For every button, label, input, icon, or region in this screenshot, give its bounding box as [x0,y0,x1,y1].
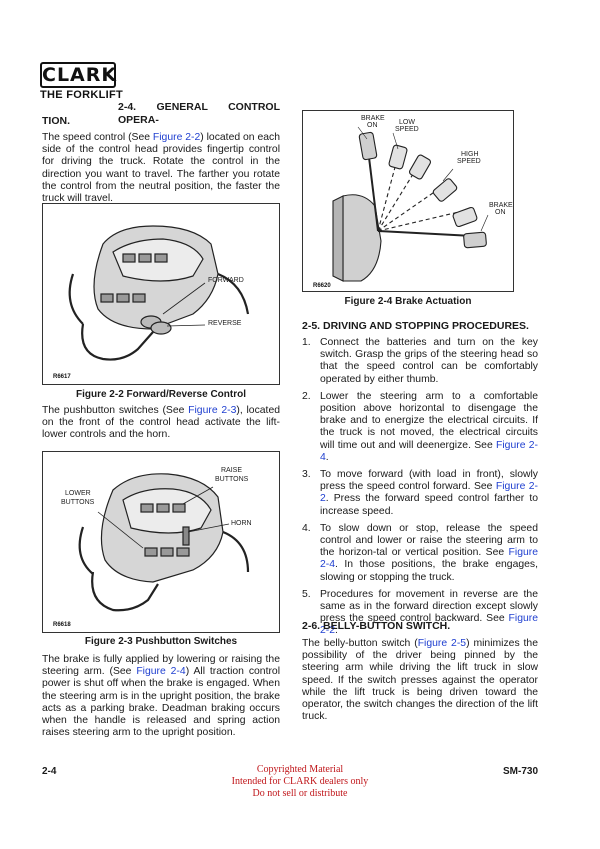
label-low: LOW [399,119,415,126]
figure-2-3-caption: Figure 2-3 Pushbutton Switches [84,636,238,647]
logo-text: CLARK [42,64,118,86]
paragraph-brake: The brake is fully applied by lowering o… [42,654,280,739]
text: To move forward (with load in front), sl… [320,469,538,493]
label-low-speed: SPEED [395,126,419,133]
figure-link[interactable]: Figure 2-4 [136,666,186,678]
label-raise: RAISE [221,467,243,474]
list-item: 1. Connect the batteries and turn on the … [302,337,538,386]
text: . [325,451,329,463]
brake-actuation-illustration [332,126,489,282]
figure-link[interactable]: Figure 2-2 [320,613,538,637]
label-high-speed: SPEED [457,158,481,165]
text: ), located on the front of the control h… [42,405,281,441]
figure-link[interactable]: Figure 2-4 [320,547,538,571]
copyright-line: Intended for CLARK dealers only [231,776,369,787]
text: . Press the forward speed control farthe… [320,493,538,517]
label-high: HIGH [461,151,479,158]
logo-tagline: THE FORKLIFT [40,89,124,101]
figure-link[interactable]: Figure 2-4 [320,439,538,463]
label-brake-on-bottom-1: BRAKE [489,202,513,209]
text: . [335,625,338,637]
page-number: 2-4 [42,766,57,777]
text: The belly-button switch ( [302,638,418,649]
list-item: 2. Lower the steering arm to a comfortabl… [302,391,538,464]
label-raise-buttons: BUTTONS [215,476,249,483]
text: The pushbutton switches (See [42,405,189,416]
step-number: 2. [302,390,311,402]
clark-logo: CLARK [40,62,116,88]
text: To slow down or stop, release the speed … [320,522,538,559]
label-brake-on-top-2: ON [367,122,378,129]
figure-2-2-caption: Figure 2-2 Forward/Reverse Control [75,389,247,400]
driving-steps-list: 1. Connect the batteries and turn on the … [302,337,538,643]
text: ) located on each side of the control he… [42,132,280,205]
section-2-6-heading: 2-6. BELLY-BUTTON SWITCH. [302,620,451,632]
figure-code: R6620 [313,283,331,289]
figure-link[interactable]: Figure 2-5 [417,638,467,649]
list-item: 3. To move forward (with load in front), … [302,469,538,518]
figure-2-3-box: RAISE BUTTONS LOWER BUTTONS HORN R6618 [42,451,280,633]
text: Procedures for movement in reverse are t… [320,588,538,625]
paragraph-pushbuttons: The pushbutton switches (See Figure 2-3)… [42,405,280,442]
text: ) minimizes the possibility of the drive… [302,638,538,723]
copyright-line: Copyrighted Material [256,764,344,775]
copyright-notice: Copyrighted Material Intended for CLARK … [200,764,400,800]
step-number: 5. [302,588,311,600]
figure-link[interactable]: Figure 2-2 [320,481,538,505]
paragraph-belly-button: The belly-button switch (Figure 2-5) min… [302,638,538,723]
paragraph-speed-control: The speed control (See Figure 2-2) locat… [42,132,280,205]
figure-2-4-box: BRAKE ON LOW SPEED HIGH SPEED BRAKE ON R… [302,110,514,292]
figure-code: R6618 [53,622,71,628]
forward-reverse-illustration [68,225,250,361]
section-2-5-heading: 2-5. DRIVING AND STOPPING PROCEDURES. [302,320,529,332]
text: The speed control (See [42,132,153,143]
label-lower-buttons: BUTTONS [61,499,95,506]
figure-code: R6617 [53,374,71,380]
label-lower: LOWER [65,490,91,497]
step-number: 3. [302,469,311,481]
section-2-4-heading-line1: 2-4. GENERAL CONTROL OPERA- [118,101,280,126]
label-brake-on-top-1: BRAKE [361,115,385,122]
list-item: 5. Procedures for movement in reverse are… [302,589,538,638]
step-number: 4. [302,522,311,534]
figure-link[interactable]: Figure 2-3 [188,405,237,416]
label-reverse: REVERSE [208,320,242,327]
text: Lower the steering arm to a comfortable … [320,390,538,451]
label-horn: HORN [231,520,252,527]
figure-2-2-box: FORWARD REVERSE R6617 [42,203,280,385]
copyright-line: Do not sell or distribute [252,788,348,799]
list-item: 4. To slow down or stop, release the spee… [302,523,538,584]
label-brake-on-bottom-2: ON [495,209,506,216]
section-2-4-heading-line2: TION. [42,115,70,127]
figure-link[interactable]: Figure 2-2 [152,132,201,143]
text: . In those positions, the brake engages,… [320,559,538,583]
pushbutton-illustration [78,473,250,612]
figure-2-4-caption: Figure 2-4 Brake Actuation [344,296,472,307]
text: Connect the batteries and turn on the ke… [320,337,538,385]
document-id: SM-730 [502,766,538,777]
text: The brake is fully applied by lowering o… [42,654,280,678]
label-forward: FORWARD [208,277,244,284]
step-number: 1. [302,337,311,348]
text: ) All traction control power is shut off… [42,666,281,739]
